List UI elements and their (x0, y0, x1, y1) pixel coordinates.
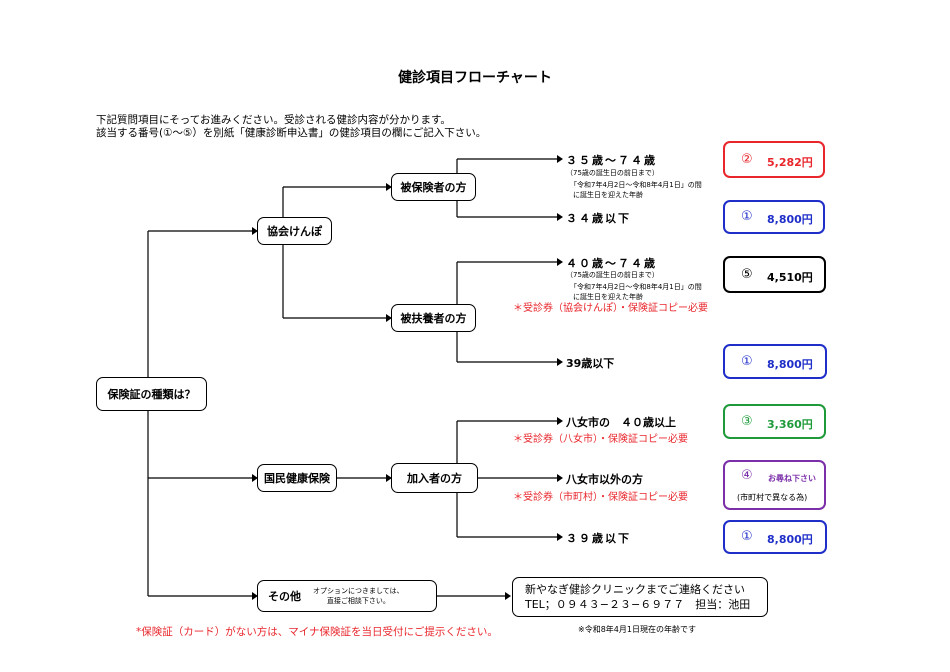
other-note-line-2: 直接ご相談下さい。 (326, 597, 390, 605)
hifuyousha-label: 被扶養者の方 (400, 312, 467, 325)
kokumin-kenko-hoken-box: 国民健康保険 (257, 464, 337, 492)
intro-line-1: 下記質問項目にそってお進みください。受診される健診内容が分かります。 (96, 114, 451, 126)
leaf-age-40-74: ４０歳〜７４歳 (566, 257, 657, 270)
leaf-age-39-under-b: ３９歳以下 (566, 532, 631, 545)
result-inquire-label: お尋ね下さい (768, 474, 816, 483)
result-box-4: ④ お尋ね下さい (市町村で異なる為) (723, 460, 826, 510)
result-price: 8,800円 (767, 358, 813, 371)
kanyuusha-box: 加入者の方 (391, 463, 478, 493)
hihokensha-label: 被保険者の方 (400, 181, 467, 194)
leaf-yame-40-requirement: ＊受診券（八女市）・保険証コピー必要 (513, 434, 688, 445)
other-box: その他 オプションにつきましては、 直接ご相談下さい。 (257, 580, 437, 612)
leaf-age-40-note-2: 「令和7年4月2日〜令和8年4月1日」の間 (570, 283, 702, 291)
result-box-1a: ① 8,800円 (723, 200, 825, 234)
other-note-line-1: オプションにつきましては、 (313, 587, 404, 595)
result-price: 8,800円 (767, 213, 813, 226)
result-price: 8,800円 (767, 533, 813, 546)
result-number: ① (741, 529, 753, 544)
leaf-age-35-note-1: （75歳の誕生日の前日まで） (566, 169, 659, 177)
kyokai-kenpo-label: 協会けんぽ (267, 225, 322, 238)
contact-box: 新やなぎ健診クリニックまでご連絡ください TEL；０９４３−２３−６９７７ 担当… (512, 577, 768, 617)
footer-age-note: ※令和8年4月1日現在の年齢です (578, 625, 696, 634)
result-box-1c: ① 8,800円 (723, 520, 827, 554)
hifuyousha-box: 被扶養者の方 (391, 304, 476, 332)
result-number: ① (741, 354, 753, 369)
result-price: 3,360円 (767, 418, 813, 431)
result-price: 4,510円 (767, 271, 813, 284)
hihokensha-box: 被保険者の方 (391, 173, 476, 201)
leaf-age-39-under-a: 39歳以下 (566, 357, 615, 370)
result-box-1b: ① 8,800円 (723, 344, 827, 379)
contact-phone: TEL；０９４３−２３−６９７７ 担当：池田 (525, 598, 751, 611)
footer-my-number-notice: *保険証（カード）がない方は、マイナ保険証を当日受付にご提示ください。 (136, 626, 498, 638)
leaf-age-40-note-3: に誕生日を迎えた年齢 (573, 293, 643, 301)
result-number: ⑤ (741, 267, 753, 282)
result-price: 5,282円 (767, 156, 813, 169)
page-title: 健診項目フローチャート (398, 70, 552, 86)
intro-line-2: 該当する番号(①〜⑤）を別紙「健康診断申込書」の健診項目の欄にご記入下さい。 (96, 127, 487, 139)
leaf-age-35-note-3: に誕生日を迎えた年齢 (573, 191, 643, 199)
leaf-age-40-note-1: （75歳の誕生日の前日まで） (566, 271, 659, 279)
result-number: ④ (741, 468, 753, 483)
result-number: ② (741, 152, 753, 167)
root-question-box: 保険証の種類は？ (96, 377, 207, 411)
result-box-3: ③ 3,360円 (723, 404, 826, 439)
leaf-yame-other: 八女市以外の方 (566, 473, 643, 486)
leaf-age-35-note-2: 「令和7年4月2日〜令和8年4月1日」の間 (570, 181, 702, 189)
leaf-age-34-under: ３４歳以下 (566, 212, 631, 225)
root-question-label: 保険証の種類は？ (107, 388, 196, 401)
other-label: その他 (268, 590, 301, 603)
result-number: ① (741, 209, 753, 224)
leaf-age-35-74: ３５歳〜７４歳 (566, 154, 657, 167)
result-number: ③ (741, 414, 753, 429)
leaf-age-40-requirement: ＊受診券（協会けんぽ）・保険証コピー必要 (513, 303, 708, 314)
contact-line-1: 新やなぎ健診クリニックまでご連絡ください (525, 583, 745, 596)
leaf-yame-other-requirement: ＊受診券（市町村）・保険証コピー必要 (513, 492, 688, 503)
kokumin-kenko-hoken-label: 国民健康保険 (264, 472, 330, 485)
result-inquire-note: (市町村で異なる為) (737, 493, 808, 502)
result-box-5: ⑤ 4,510円 (723, 256, 826, 293)
leaf-yame-40-over: 八女市の ４０歳以上 (566, 416, 676, 429)
result-box-2: ② 5,282円 (723, 141, 825, 178)
kyokai-kenpo-box: 協会けんぽ (257, 217, 332, 245)
kanyuusha-label: 加入者の方 (407, 472, 462, 485)
